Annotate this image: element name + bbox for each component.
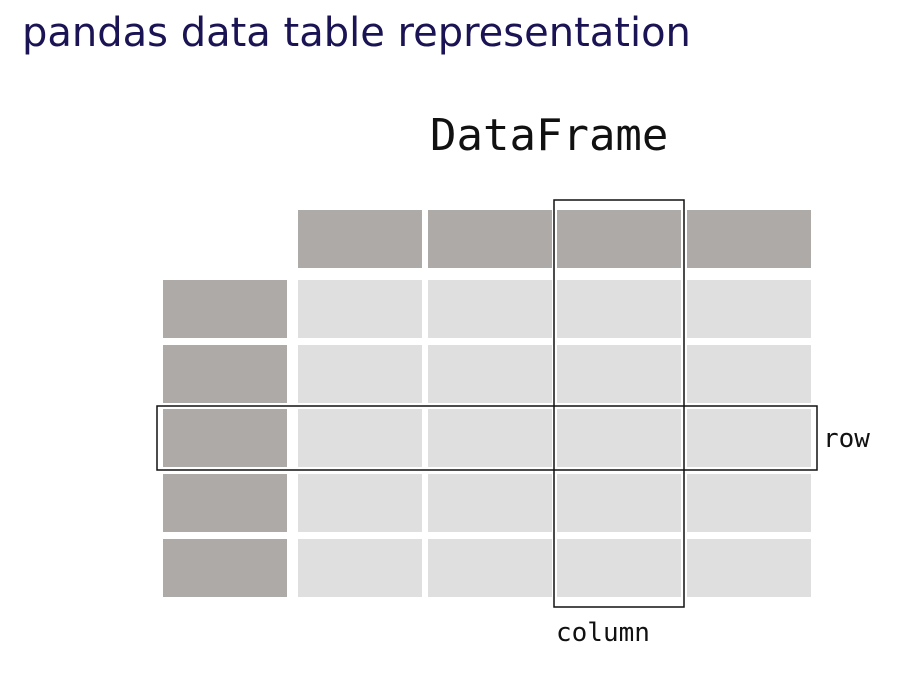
page-title: pandas data table representation xyxy=(22,10,691,56)
dataframe-label: DataFrame xyxy=(430,110,668,161)
row-index-cell xyxy=(163,345,287,403)
data-cell xyxy=(557,539,681,597)
data-cell xyxy=(687,345,811,403)
column-highlight-box xyxy=(553,199,685,608)
data-cell xyxy=(687,409,811,467)
data-cell xyxy=(298,474,422,532)
data-cell xyxy=(298,280,422,338)
column-header-cell xyxy=(428,210,552,268)
table-grid xyxy=(163,210,811,597)
data-cell xyxy=(428,474,552,532)
data-cell xyxy=(557,345,681,403)
data-cell xyxy=(557,280,681,338)
column-header-cell xyxy=(687,210,811,268)
row-index-cell xyxy=(163,280,287,338)
data-cell xyxy=(428,345,552,403)
data-cell xyxy=(557,474,681,532)
data-cell xyxy=(298,345,422,403)
row-label: row xyxy=(823,424,870,454)
data-cell xyxy=(428,280,552,338)
column-label: column xyxy=(556,618,650,648)
data-cell xyxy=(298,539,422,597)
data-cell xyxy=(687,539,811,597)
column-header-cell xyxy=(298,210,422,268)
column-header-cell xyxy=(557,210,681,268)
row-index-cell xyxy=(163,409,287,467)
data-cell xyxy=(428,539,552,597)
data-cell xyxy=(687,474,811,532)
row-index-cell xyxy=(163,474,287,532)
row-highlight-box xyxy=(156,405,818,471)
data-cell xyxy=(298,409,422,467)
data-cell xyxy=(557,409,681,467)
data-cell xyxy=(428,409,552,467)
data-cell xyxy=(687,280,811,338)
row-index-cell xyxy=(163,539,287,597)
